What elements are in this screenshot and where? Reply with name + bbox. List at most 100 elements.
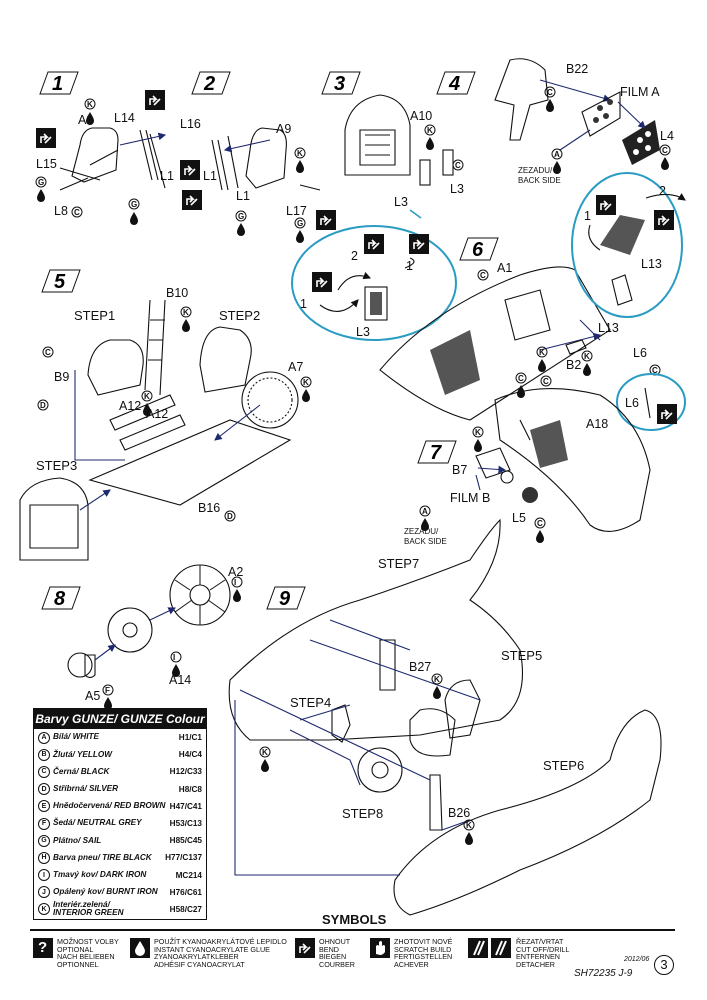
colour-letter-badge: K <box>38 903 50 916</box>
svg-text:C: C <box>74 208 80 217</box>
svg-text:C: C <box>662 146 668 155</box>
symbols-divider <box>30 929 675 931</box>
svg-text:C: C <box>480 271 486 280</box>
svg-text:C: C <box>518 374 524 383</box>
note-back-side-2: ZEZADU/BACK SIDE <box>404 527 447 546</box>
substep-3: STEP3 <box>36 458 77 473</box>
step-9: 9 STEP7 STEP5 STEP4 STEP6 STEP8 B27 B26 … <box>228 518 662 916</box>
colour-letter-badge: I <box>38 869 50 882</box>
colour-name: Žlutá/ YELLOW <box>53 749 112 759</box>
label-a1: A1 <box>497 261 512 275</box>
label-b7: B7 <box>452 463 467 477</box>
colour-code: H47/C41 <box>169 801 202 811</box>
label-a9: A9 <box>276 122 291 136</box>
colour-letter-badge: A <box>38 731 50 744</box>
svg-text:K: K <box>584 352 590 361</box>
colour-table-title: Barvy GUNZE/ GUNZE Colour No. <box>34 709 206 746</box>
colour-letter-badge: C <box>38 765 50 778</box>
label-a5: A5 <box>85 689 100 703</box>
label-l8: L8 <box>54 204 68 218</box>
svg-text:K: K <box>144 392 150 401</box>
svg-text:D: D <box>40 401 46 410</box>
step-8-number: 8 <box>54 588 66 610</box>
symbol-cut-off-text: ŘEZAT/VRTAT CUT OFF/DRILL ENTFERNEN DETA… <box>516 937 570 969</box>
substep-8: STEP8 <box>342 806 383 821</box>
colour-code: H4/C4 <box>178 750 202 760</box>
label-b10: B10 <box>166 286 188 300</box>
svg-text:C: C <box>652 366 658 375</box>
symbol-scratch-build-text: ZHOTOVIT NOVÉ SCRATCH BUILD FERTIGSTELLE… <box>394 937 453 969</box>
label-a18: A18 <box>586 417 608 431</box>
label-b26: B26 <box>448 806 470 820</box>
colour-letter-badge: D <box>38 783 50 796</box>
colour-name: Interiér.zelená/ INTERIOR GREEN <box>53 900 124 918</box>
label-l1a: L1 <box>160 169 174 183</box>
svg-text:A: A <box>422 507 428 516</box>
colour-code: H12/C33 <box>169 767 202 777</box>
step-8: 8 A2 A5 A14 I F I <box>41 564 243 710</box>
symbol-cut-off: ŘEZAT/VRTAT CUT OFF/DRILL ENTFERNEN DETA… <box>468 938 569 968</box>
fuselage-left-half <box>379 266 611 421</box>
svg-text:C: C <box>45 348 51 357</box>
colour-name: Šedá/ NEUTRAL GREY <box>53 818 142 828</box>
colour-code: H1/C1 <box>178 733 202 743</box>
seat-part <box>71 127 119 183</box>
symbol-optional-text: MOŽNOST VOLBY OPTIONAL NACH BELIEBEN OPT… <box>57 937 119 969</box>
step-2: 2 L16 A9 L1 L1 L1 L17 K G G <box>180 71 337 243</box>
step-7: 7 A18 B7 FILM B L5 K C A ZEZADU/BACK SID… <box>404 388 651 546</box>
label-l6a: L6 <box>633 346 647 360</box>
step-1: 1 A8 L14 L15 L8 L1 K G C G <box>35 71 201 225</box>
glue-drop-icon <box>130 938 150 958</box>
label-l16: L16 <box>180 117 201 131</box>
svg-text:K: K <box>466 821 472 830</box>
label-a7: A7 <box>288 360 303 374</box>
svg-text:C: C <box>537 519 543 528</box>
step-4: 4 B22 FILM A L4 C A C ZEZADU/BACK SIDE <box>436 58 674 185</box>
svg-text:C: C <box>547 88 553 97</box>
symbol-glue-text: POUŽÍT KYANOAKRYLÁTOVÉ LEPIDLO INSTANT C… <box>154 937 287 969</box>
step-3: 3 A10 L3 L3 K C 2 1 1 L3 <box>291 71 464 341</box>
step-5: 5 STEP1 STEP2 STEP3 B10 A7 A12 A12 B9 B1… <box>19 269 312 561</box>
colour-name: Stříbrná/ SILVER <box>53 783 119 793</box>
svg-text:K: K <box>87 100 93 109</box>
fuselage-right-half <box>494 388 651 532</box>
substep-4: STEP4 <box>290 695 331 710</box>
question-icon: ? <box>33 938 53 958</box>
label-l5: L5 <box>512 511 526 525</box>
note-back-side-1: ZEZADU/BACK SIDE <box>518 166 561 185</box>
colour-letter-badge: B <box>38 748 50 761</box>
colour-name: Opálený kov/ BURNT IRON <box>53 887 158 897</box>
label-l13b: L13 <box>641 257 662 271</box>
colour-code: H53/C13 <box>169 819 202 829</box>
label-b9: B9 <box>54 370 69 384</box>
step-1-number: 1 <box>52 73 63 95</box>
page-number: 3 <box>654 955 674 975</box>
label-a12b: A12 <box>146 407 168 421</box>
colour-letter-badge: H <box>38 851 50 864</box>
footer-kit-code: SH72235 J-9 <box>574 968 633 979</box>
cut-off-icon <box>468 938 512 958</box>
svg-text:G: G <box>238 212 244 221</box>
colour-name: Barva pneu/ TIRE BLACK <box>53 852 152 862</box>
label-l4: L4 <box>660 129 674 143</box>
panel-b22 <box>494 58 549 141</box>
symbol-optional: ? MOŽNOST VOLBY OPTIONAL NACH BELIEBEN O… <box>33 938 119 968</box>
step-5-number: 5 <box>54 271 66 293</box>
bend-3: 1 <box>300 297 307 311</box>
bend-icon <box>295 938 315 958</box>
svg-text:C: C <box>543 377 549 386</box>
svg-text:A: A <box>554 150 560 159</box>
svg-text:K: K <box>539 348 545 357</box>
svg-text:G: G <box>38 178 44 187</box>
symbol-bend-text: OHNOUT BEND BIEGEN COURBER <box>319 937 355 969</box>
colour-name: Černá/ BLACK <box>53 766 110 776</box>
